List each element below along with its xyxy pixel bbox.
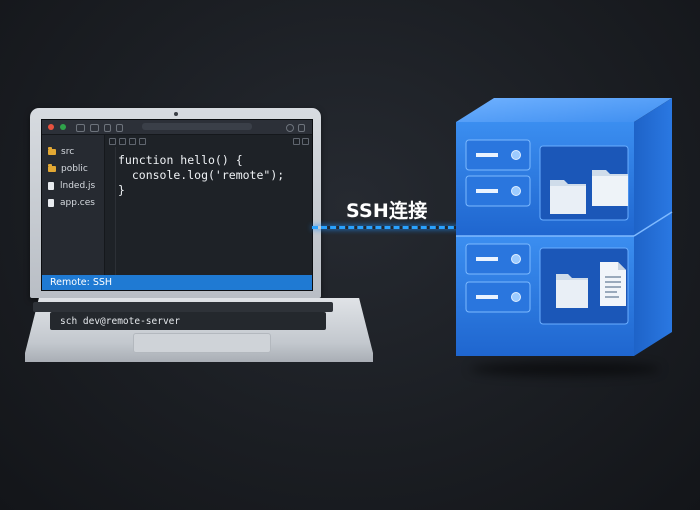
file-item[interactable]: src <box>48 145 74 159</box>
keyboard-strip <box>33 302 333 312</box>
folder-icon <box>556 274 588 308</box>
server-side-face <box>634 98 672 236</box>
connection-line <box>312 226 472 229</box>
file-item[interactable]: lnded.js <box>48 179 95 193</box>
server-top-face <box>456 98 672 122</box>
server-icon <box>456 98 673 356</box>
remote-status-text: Remote: SSH <box>50 277 113 288</box>
drive-slot <box>465 175 531 207</box>
command-search-bar[interactable] <box>142 123 252 130</box>
close-icon[interactable] <box>298 124 305 132</box>
folder-icon <box>550 180 586 214</box>
file-icon <box>48 199 54 207</box>
file-item[interactable]: app.ces <box>48 196 95 210</box>
server-shadow <box>470 362 660 376</box>
drive-slot <box>465 243 531 275</box>
code-line: } <box>118 183 125 197</box>
toolbar-icon[interactable] <box>302 138 309 145</box>
code-text: function hello() { console.log('remote")… <box>118 153 284 198</box>
file-name: lnded.js <box>60 181 96 191</box>
drive-slot <box>465 281 531 313</box>
toolbar-icon[interactable] <box>129 138 136 145</box>
file-icon <box>48 182 54 190</box>
editor-titlebar <box>42 120 312 135</box>
status-dot-icon <box>60 124 66 130</box>
folder-icon <box>48 164 56 172</box>
toolbar-icon[interactable] <box>119 138 126 145</box>
trackpad <box>133 333 271 353</box>
editor-toolbar <box>105 135 312 147</box>
toolbar-icon[interactable] <box>139 138 146 145</box>
line-gutter <box>105 147 116 275</box>
window-icon[interactable] <box>116 124 123 132</box>
folder-icon <box>592 170 628 206</box>
code-editor[interactable]: function hello() { console.log('remote")… <box>105 135 312 275</box>
server-side-face <box>634 212 672 356</box>
window-icon[interactable] <box>90 124 99 132</box>
drive-slot <box>465 139 531 171</box>
close-dot-icon[interactable] <box>48 124 54 130</box>
document-icon <box>600 262 626 306</box>
terminal-command: sch dev@remote-server <box>60 315 181 327</box>
laptop-screen: src poblic lnded.js app.ces <box>41 119 313 291</box>
status-bar[interactable]: Remote: SSH <box>42 275 312 290</box>
terminal-bar[interactable]: sch dev@remote-server <box>50 312 326 330</box>
toolbar-icon[interactable] <box>293 138 300 145</box>
search-icon[interactable] <box>286 124 294 132</box>
file-name: src <box>61 147 75 157</box>
camera-icon <box>174 112 178 116</box>
connection-label: SSH连接 <box>346 200 428 222</box>
file-item[interactable]: poblic <box>48 162 88 176</box>
window-icon[interactable] <box>76 124 85 132</box>
window-icon[interactable] <box>104 124 111 132</box>
code-line: function hello() { <box>118 153 243 167</box>
file-explorer: src poblic lnded.js app.ces <box>42 135 105 275</box>
toolbar-icon[interactable] <box>109 138 116 145</box>
file-name: app.ces <box>60 198 95 208</box>
folder-icon <box>48 147 56 155</box>
code-line: console.log('remote"); <box>118 168 285 182</box>
file-name: poblic <box>61 164 88 174</box>
